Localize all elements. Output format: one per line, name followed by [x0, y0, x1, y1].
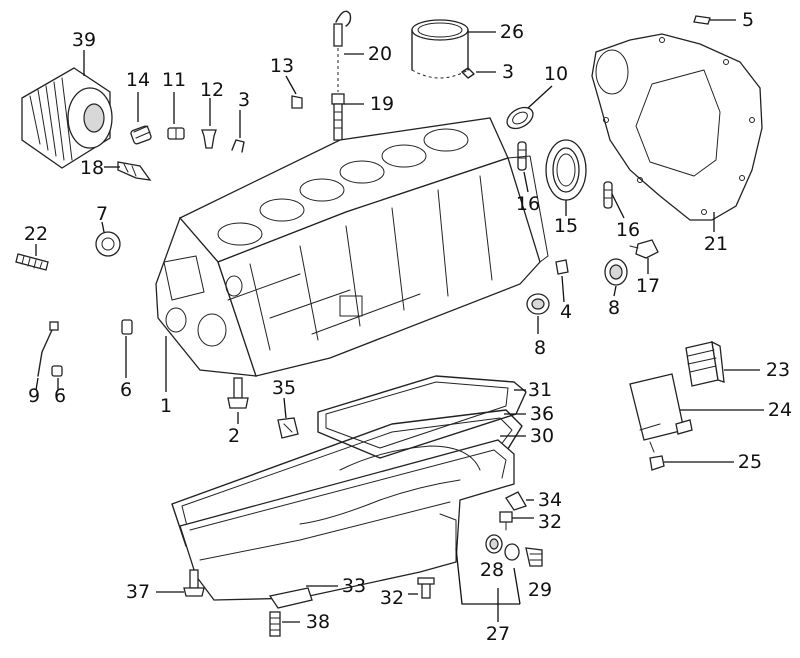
callout-c23: 23: [766, 359, 790, 381]
callout-c14: 14: [126, 69, 150, 91]
part-3-small-clip: [461, 67, 475, 79]
callout-c7: 7: [96, 203, 108, 225]
callout-c16a: 16: [516, 193, 540, 215]
part-5-pin: [693, 15, 711, 25]
part-16-dowel-right: [603, 181, 613, 209]
callout-c25: 25: [738, 451, 762, 473]
part-22-stud: [15, 253, 49, 271]
part-10-plug: [506, 106, 534, 130]
callout-c11: 11: [162, 69, 186, 91]
callout-c31: 31: [528, 379, 552, 401]
callout-c8b: 8: [534, 337, 546, 359]
callout-c36: 36: [530, 403, 554, 425]
callout-c9: 9: [28, 385, 40, 407]
part-13-plug: [291, 95, 303, 109]
callout-c6a: 6: [54, 385, 66, 407]
part-35-bracket: [277, 417, 299, 439]
callout-c3a: 3: [238, 89, 250, 111]
part-29-drain-plug: [504, 543, 543, 567]
callout-c21: 21: [704, 233, 728, 255]
callout-c3b: 3: [502, 61, 514, 83]
callout-c32a: 32: [538, 511, 562, 533]
flywheel-housing: [591, 33, 763, 221]
callout-c15: 15: [554, 215, 578, 237]
callout-c28: 28: [480, 559, 504, 581]
callout-c8a: 8: [608, 297, 620, 319]
callout-c17: 17: [636, 275, 660, 297]
part-25-drain-plug: [649, 455, 665, 471]
part-12-plug: [201, 129, 217, 149]
callout-c26: 26: [500, 21, 524, 43]
callout-c5: 5: [742, 9, 754, 31]
callout-c1: 1: [160, 395, 172, 417]
part-23-block: [685, 340, 725, 387]
callout-c20: 20: [368, 43, 392, 65]
callout-c34: 34: [538, 489, 562, 511]
part-34-plug: [505, 491, 527, 511]
part-3-clip: [231, 139, 245, 153]
oil-filter: [21, 67, 113, 169]
callout-c37: 37: [126, 581, 150, 603]
part-14-stud: [130, 125, 152, 145]
cylinder-block: [155, 117, 549, 377]
part-32-bolt-right: [499, 511, 513, 531]
callout-c27: 27: [486, 623, 510, 645]
callout-c10: 10: [544, 63, 568, 85]
oil-pan-gasket-upper: [317, 375, 527, 459]
oil-dipstick: [331, 10, 352, 141]
cylinder-liner: [411, 19, 469, 79]
callout-c16b: 16: [616, 219, 640, 241]
part-8-plug-right: [604, 258, 628, 286]
part-33-bracket: [268, 587, 313, 609]
callout-c18: 18: [80, 157, 104, 179]
part-6-plug-left: [51, 365, 63, 377]
callout-c22: 22: [24, 223, 48, 245]
callout-c2: 2: [228, 425, 240, 447]
callout-c39: 39: [72, 29, 96, 51]
part-9-rod: [37, 321, 59, 377]
callout-c38: 38: [306, 611, 330, 633]
part-2-bolt: [227, 377, 249, 409]
part-38-bolt: [269, 611, 281, 637]
callout-c29: 29: [528, 579, 552, 601]
part-32-bolt-left: [417, 577, 435, 599]
part-24-bracket: [629, 373, 693, 453]
part-37-bolt: [183, 569, 205, 597]
oil-pan: [179, 439, 515, 601]
part-4-plug: [555, 259, 569, 275]
part-7-bushing: [95, 231, 121, 257]
rear-oil-seal: [545, 139, 587, 201]
callout-c24: 24: [768, 399, 792, 421]
callout-c35: 35: [272, 377, 296, 399]
callout-c33: 33: [342, 575, 366, 597]
part-6-plug-right: [121, 319, 133, 335]
part-28-washer: [485, 534, 503, 554]
callout-c6b: 6: [120, 379, 132, 401]
callout-c13: 13: [270, 55, 294, 77]
callout-c30: 30: [530, 425, 554, 447]
part-11-fitting: [167, 127, 185, 140]
callout-c19: 19: [370, 93, 394, 115]
part-18-sensor: [117, 161, 152, 181]
part-17-bolt: [629, 239, 659, 259]
callout-c12: 12: [200, 79, 224, 101]
callout-c32b: 32: [380, 587, 404, 609]
part-8-plug-left: [526, 293, 550, 315]
callout-c4: 4: [560, 301, 572, 323]
